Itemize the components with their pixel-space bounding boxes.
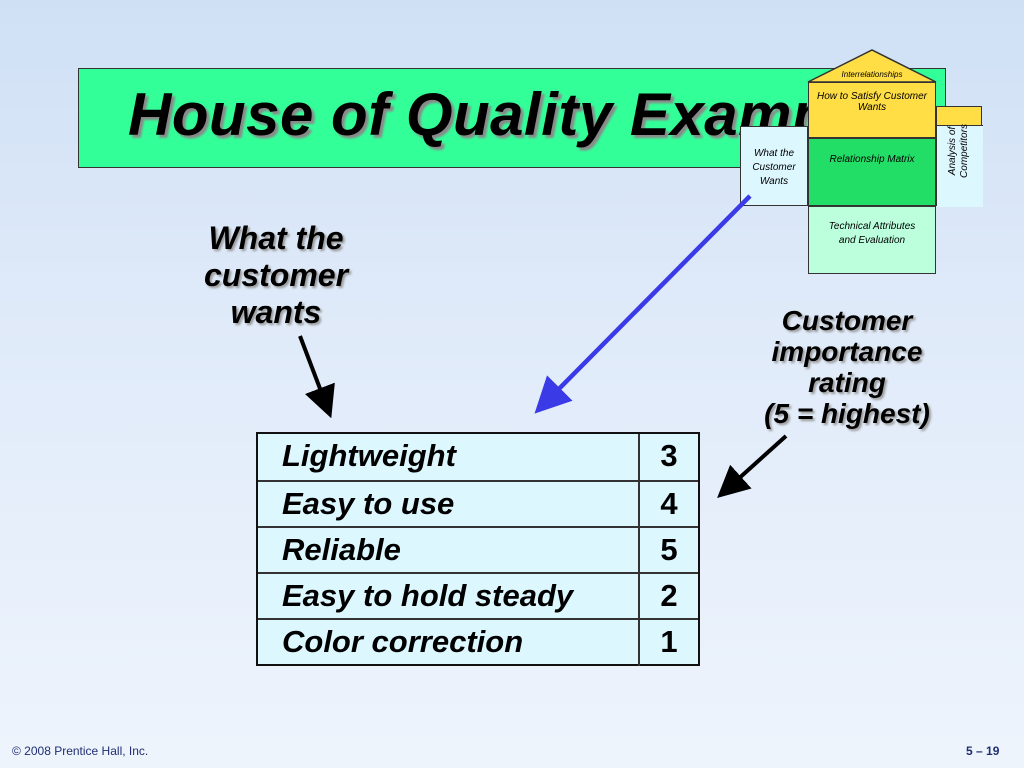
- attribute-cell: Reliable: [282, 532, 401, 567]
- house-competitors-cell: Analysis of Competitors: [936, 106, 983, 207]
- importance-rating-line: (5 = highest): [764, 398, 930, 429]
- house-what-cell: What the Customer Wants: [740, 126, 808, 206]
- customer-wants-table: Lightweight 3 Easy to use 4 Reliable 5 E…: [256, 432, 700, 666]
- house-technical-cell: Technical Attributes and Evaluation: [808, 206, 936, 274]
- importance-rating-line: Customer: [781, 305, 913, 336]
- table-row: Reliable 5: [258, 526, 698, 575]
- customer-wants-line: wants: [230, 294, 322, 330]
- house-roof-label: Interrelationships: [841, 70, 903, 79]
- table-row: Easy to use 4: [258, 480, 698, 529]
- footer-copyright: © 2008 Prentice Hall, Inc.: [12, 744, 149, 758]
- footer-page-number: 5 – 19: [966, 744, 1000, 758]
- rating-cell: 1: [638, 620, 698, 666]
- attribute-cell: Lightweight: [282, 438, 456, 473]
- importance-rating-line: importance: [771, 336, 923, 367]
- customer-wants-line: customer: [203, 257, 349, 293]
- importance-rating-label: Customer importance rating (5 = highest): [740, 305, 954, 429]
- rating-cell: 3: [638, 434, 698, 480]
- customer-wants-line: What the: [208, 220, 344, 256]
- attribute-cell: Easy to hold steady: [282, 578, 574, 613]
- rating-cell: 5: [638, 528, 698, 574]
- rating-cell: 4: [638, 482, 698, 528]
- house-how-cell: How to Satisfy Customer Wants: [808, 82, 936, 138]
- importance-rating-line: rating: [808, 367, 886, 398]
- attribute-cell: Color correction: [282, 624, 524, 659]
- table-row: Color correction 1: [258, 618, 698, 667]
- rating-arrow: [717, 434, 788, 499]
- attribute-cell: Easy to use: [282, 486, 455, 521]
- rating-cell: 2: [638, 574, 698, 620]
- house-matrix-cell: Relationship Matrix: [808, 138, 936, 206]
- customer-wants-label: What the customer wants: [160, 220, 392, 331]
- wants-arrow: [298, 335, 335, 419]
- table-row: Easy to hold steady 2: [258, 572, 698, 621]
- blue-arrow: [534, 194, 752, 414]
- table-row: Lightweight 3: [258, 434, 698, 481]
- house-competitors-area: [937, 125, 983, 207]
